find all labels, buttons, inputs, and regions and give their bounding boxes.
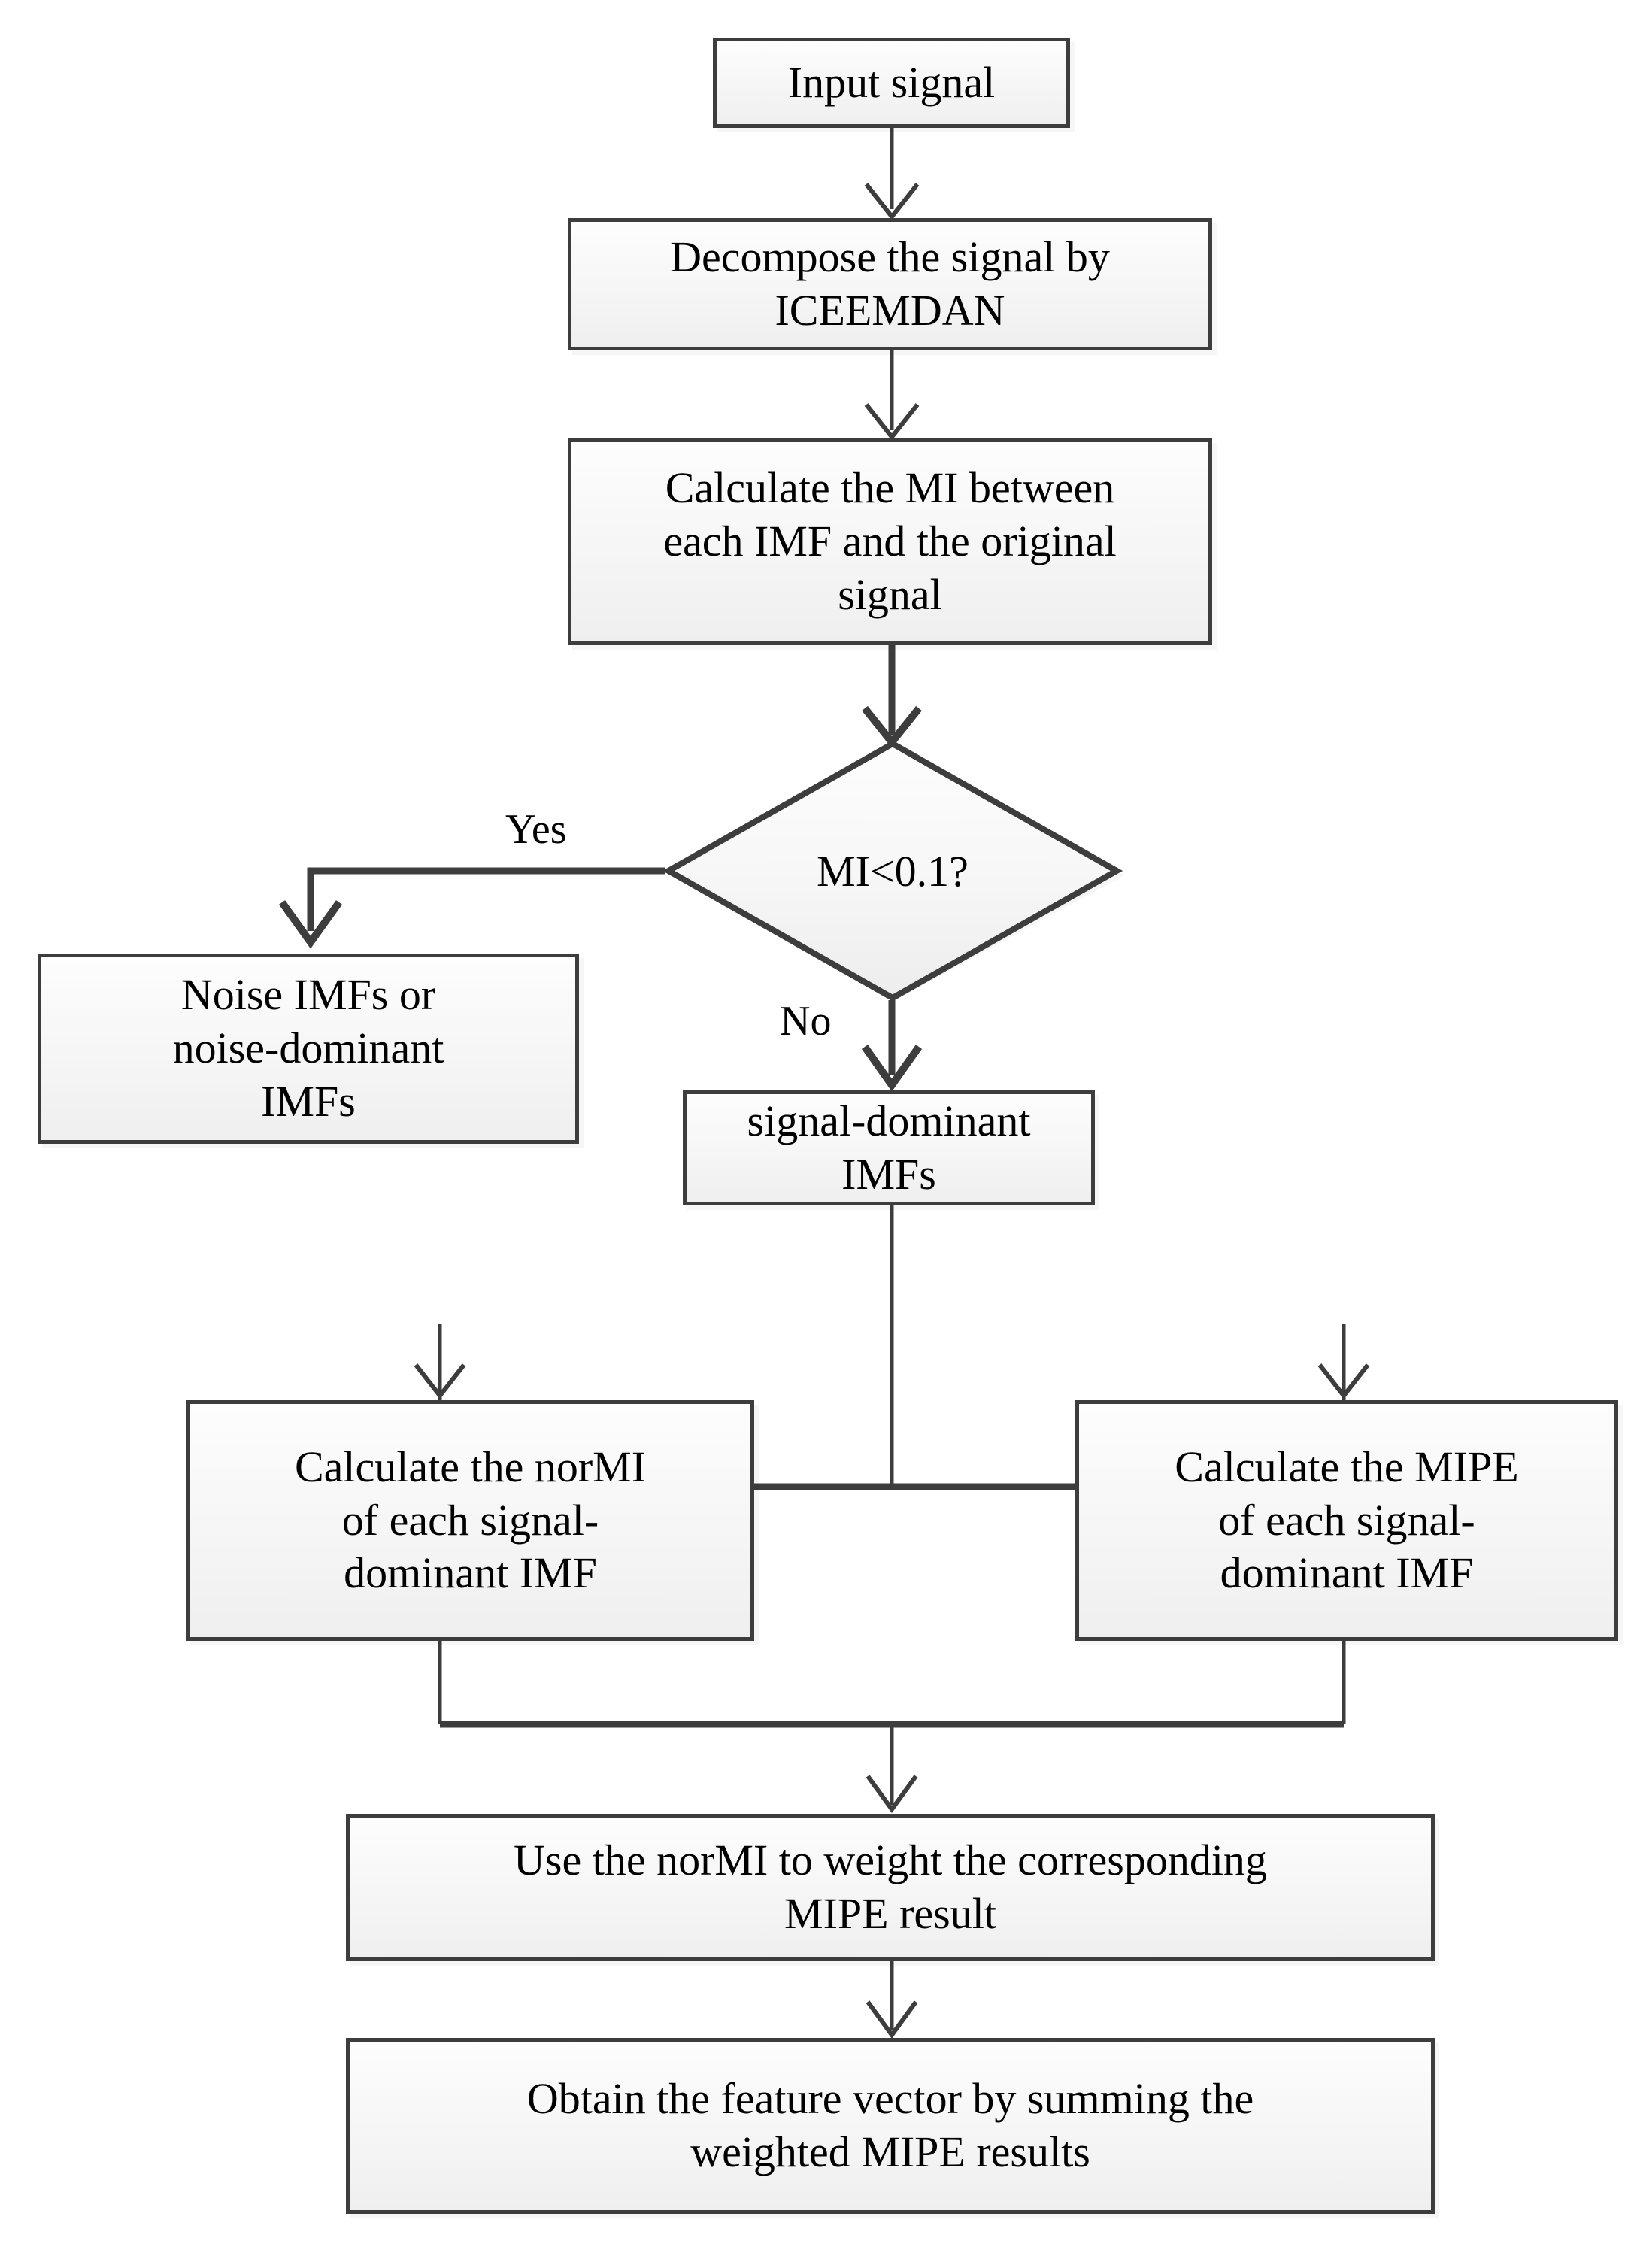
edge-input-to-decompose	[864, 128, 920, 220]
node-calculate-mipe-label: Calculate the MIPE of each signal- domin…	[1175, 1442, 1519, 1598]
node-noise-imfs-label: Noise IMFs or noise-dominant IMFs	[172, 970, 444, 1126]
node-calculate-mi[interactable]: Calculate the MI between each IMF and th…	[568, 438, 1212, 645]
edge-decision-yes-to-noise-imfs	[278, 867, 665, 949]
node-weight-mipe-label: Use the norMI to weight the correspondin…	[514, 1836, 1267, 1938]
edge-decompose-to-calc-mi	[864, 350, 920, 441]
node-noise-imfs[interactable]: Noise IMFs or noise-dominant IMFs	[38, 954, 579, 1144]
node-input-signal[interactable]: Input signal	[713, 38, 1070, 128]
node-decompose-signal[interactable]: Decompose the signal by ICEEMDAN	[568, 218, 1212, 350]
edge-label-yes: Yes	[505, 806, 567, 853]
node-calculate-mi-label: Calculate the MI between each IMF and th…	[663, 463, 1117, 619]
edge-weight-to-obtain	[866, 1961, 918, 2039]
node-decision-mi-threshold[interactable]: MI<0.1?	[662, 740, 1123, 1002]
decision-diamond-shape	[662, 740, 1123, 1002]
edge-split-right-arrow	[1317, 1363, 1370, 1399]
edge-decision-no-to-signal-dominant	[861, 1000, 923, 1092]
node-obtain-feature-vector[interactable]: Obtain the feature vector by summing the…	[346, 2038, 1435, 2214]
node-signal-dominant-imfs-label: signal-dominant IMFs	[747, 1096, 1031, 1199]
node-calculate-normi-label: Calculate the norMI of each signal- domi…	[294, 1442, 647, 1598]
node-signal-dominant-imfs[interactable]: signal-dominant IMFs	[683, 1090, 1095, 1205]
node-calculate-mipe[interactable]: Calculate the MIPE of each signal- domin…	[1075, 1400, 1618, 1641]
node-weight-mipe[interactable]: Use the norMI to weight the correspondin…	[346, 1814, 1435, 1961]
node-calculate-normi[interactable]: Calculate the norMI of each signal- domi…	[186, 1400, 754, 1641]
node-obtain-feature-vector-label: Obtain the feature vector by summing the…	[526, 2074, 1254, 2176]
node-input-signal-label: Input signal	[787, 57, 996, 107]
edge-calc-mi-to-decision	[862, 645, 922, 749]
edge-parallel-merge	[438, 1641, 1346, 1814]
node-decompose-signal-label: Decompose the signal by ICEEMDAN	[670, 232, 1110, 335]
node-decision-label: MI<0.1?	[817, 846, 969, 896]
edge-label-no: No	[780, 998, 832, 1045]
